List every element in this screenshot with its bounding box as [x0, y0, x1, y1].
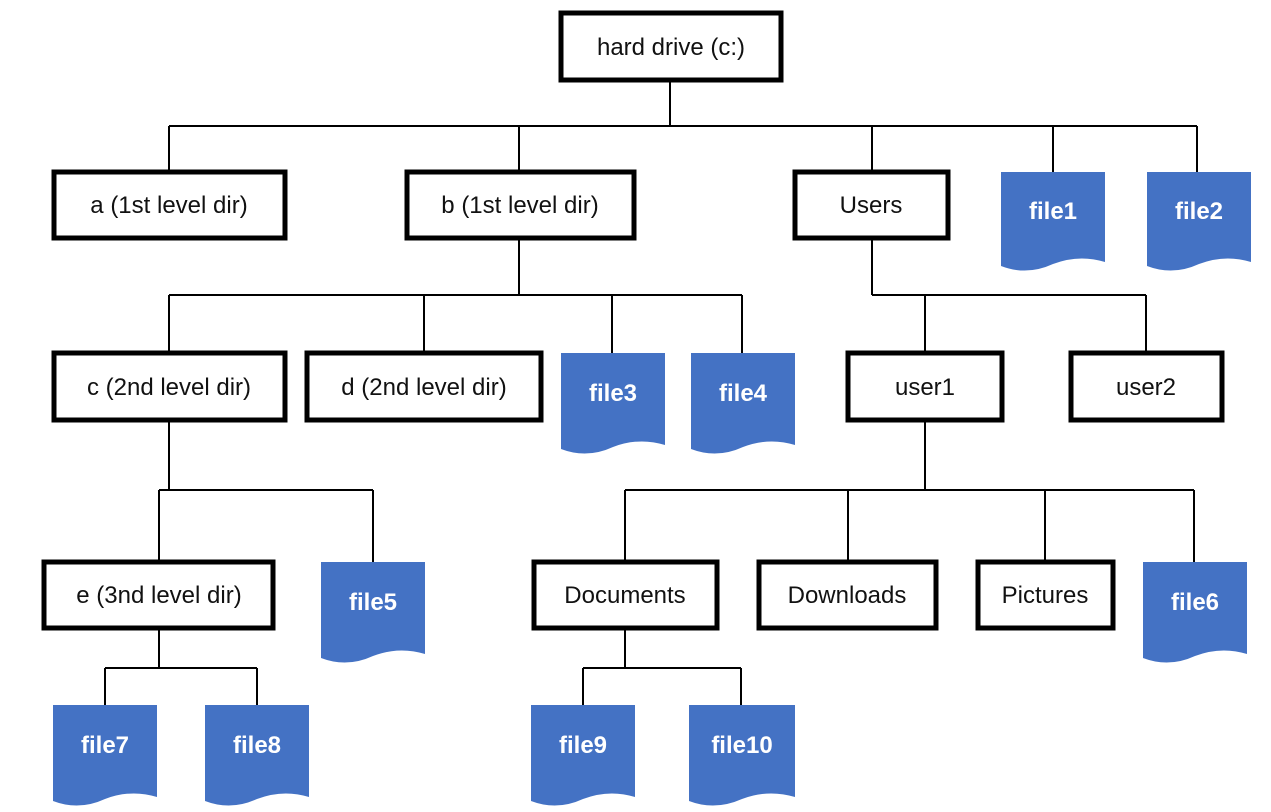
directory-node-documents[interactable]: Documents	[531, 559, 720, 631]
file-node-file6[interactable]: file6	[1143, 562, 1247, 663]
file-label: file4	[719, 380, 768, 407]
file-node-file4[interactable]: file4	[691, 353, 795, 454]
file-node-file5[interactable]: file5	[321, 562, 425, 663]
file-label: file5	[349, 589, 397, 616]
directory-node-root[interactable]: hard drive (c:)	[558, 10, 784, 83]
file-label: file10	[711, 732, 772, 759]
file-label: file8	[233, 732, 281, 759]
directory-label: Pictures	[1002, 582, 1089, 609]
file-label: file3	[589, 380, 637, 407]
document-icon	[321, 562, 425, 663]
file-node-file9[interactable]: file9	[531, 705, 635, 806]
document-icon	[1143, 562, 1247, 663]
directory-label: Documents	[564, 582, 685, 609]
document-icon	[689, 705, 795, 806]
file-node-file8[interactable]: file8	[205, 705, 309, 806]
directory-node-d[interactable]: d (2nd level dir)	[304, 350, 544, 423]
directory-label: Downloads	[788, 582, 907, 609]
file-node-file2[interactable]: file2	[1147, 172, 1251, 271]
directory-node-c[interactable]: c (2nd level dir)	[51, 350, 288, 423]
document-icon	[53, 705, 157, 806]
file-label: file7	[81, 732, 129, 759]
directory-node-downloads[interactable]: Downloads	[756, 559, 939, 631]
file-node-file10[interactable]: file10	[689, 705, 795, 806]
file-label: file6	[1171, 589, 1219, 616]
file-node-file7[interactable]: file7	[53, 705, 157, 806]
connector-lines	[104, 80, 1198, 705]
document-icon	[1147, 172, 1251, 271]
file-node-file3[interactable]: file3	[561, 353, 665, 454]
document-icon	[205, 705, 309, 806]
directory-label: user2	[1116, 374, 1176, 401]
document-icon	[691, 353, 795, 454]
directory-label: hard drive (c:)	[597, 34, 745, 61]
document-icon	[531, 705, 635, 806]
directory-node-user1[interactable]: user1	[845, 350, 1005, 423]
directory-node-user2[interactable]: user2	[1068, 350, 1225, 423]
file-label: file2	[1175, 198, 1223, 225]
document-icon	[1001, 172, 1105, 271]
directory-label: e (3nd level dir)	[76, 582, 241, 609]
directory-node-a[interactable]: a (1st level dir)	[51, 169, 288, 241]
directory-label: a (1st level dir)	[90, 192, 247, 219]
file-node-file1[interactable]: file1	[1001, 172, 1105, 271]
directory-label: b (1st level dir)	[441, 192, 598, 219]
directory-label: Users	[840, 192, 903, 219]
directory-label: user1	[895, 374, 955, 401]
directory-label: d (2nd level dir)	[341, 374, 506, 401]
directory-node-pictures[interactable]: Pictures	[975, 559, 1116, 631]
directory-node-b[interactable]: b (1st level dir)	[404, 169, 637, 241]
directory-node-users[interactable]: Users	[792, 169, 951, 241]
file-label: file9	[559, 732, 607, 759]
directory-node-e[interactable]: e (3nd level dir)	[41, 559, 276, 631]
document-icon	[561, 353, 665, 454]
file-label: file1	[1029, 198, 1077, 225]
directory-label: c (2nd level dir)	[87, 374, 251, 401]
